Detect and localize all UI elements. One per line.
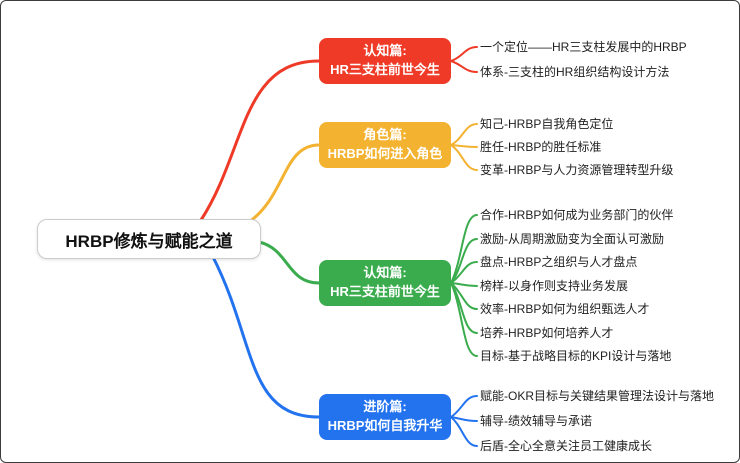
leaf-connector xyxy=(450,416,478,422)
branch-node-role[interactable]: 角色篇: HRBP如何进入角色 xyxy=(319,122,451,168)
leaf-topic[interactable]: 激励-从周期激励变为全面认可激励 xyxy=(480,232,664,246)
leaf-topic[interactable]: 榜样-以身作则支持业务发展 xyxy=(480,279,628,293)
leaf-connector xyxy=(450,395,478,418)
leaf-connector xyxy=(450,46,478,62)
leaf-topic[interactable]: 变革-HRBP与人力资源管理转型升级 xyxy=(480,163,674,177)
leaf-topic[interactable]: 效率-HRBP如何为组织甄选人才 xyxy=(480,302,650,316)
branch-node-cognition[interactable]: 认知篇: HR三支柱前世今生 xyxy=(319,38,451,84)
leaf-connector xyxy=(450,416,478,447)
leaf-topic[interactable]: 合作-HRBP如何成为业务部门的伙伴 xyxy=(480,208,674,222)
leaf-connector xyxy=(450,282,478,357)
leaf-topic[interactable]: 后盾-全心全意关注员工健康成长 xyxy=(480,439,652,453)
branch-curve-green xyxy=(257,240,321,285)
leaf-connector xyxy=(450,123,478,146)
branch-subtitle: HRBP如何进入角色 xyxy=(327,146,443,161)
leaf-connector xyxy=(450,60,478,73)
leaf-topic[interactable]: 知己-HRBP自我角色定位 xyxy=(480,117,614,131)
leaf-topic[interactable]: 赋能-OKR目标与关键结果管理法设计与落地 xyxy=(480,389,715,403)
leaf-topic[interactable]: 盘点-HRBP之组织与人才盘点 xyxy=(480,255,638,269)
leaf-topic[interactable]: 目标-基于战略目标的KPI设计与落地 xyxy=(480,349,672,363)
leaf-connector xyxy=(450,214,478,284)
branch-curve-red xyxy=(199,59,321,222)
branch-title: 认知篇: xyxy=(363,265,407,281)
leaf-connector xyxy=(450,144,478,148)
leaf-topic[interactable]: 辅导-绩效辅导与承诺 xyxy=(480,414,592,428)
central-topic[interactable]: HRBP修炼与赋能之道 xyxy=(37,219,261,259)
branch-subtitle: HR三支柱前世今生 xyxy=(330,62,440,77)
branch-subtitle: HR三支柱前世今生 xyxy=(330,284,440,299)
leaf-connector xyxy=(450,144,478,171)
leaf-topic[interactable]: 培养-HRBP如何培养人才 xyxy=(480,326,614,340)
branch-node-advanced[interactable]: 进阶篇: HRBP如何自我升华 xyxy=(319,394,451,440)
branch-curve-blue xyxy=(211,255,321,419)
leaf-connector xyxy=(450,282,478,287)
branch-title: 角色篇: xyxy=(363,127,407,143)
leaf-topic[interactable]: 体系-三支柱的HR组织结构设计方法 xyxy=(480,65,670,79)
leaf-connector xyxy=(450,261,478,284)
branch-subtitle: HRBP如何自我升华 xyxy=(327,418,443,433)
leaf-topic[interactable]: 一个定位——HR三支柱发展中的HRBP xyxy=(480,40,687,54)
branch-title: 进阶篇: xyxy=(363,399,407,415)
leaf-topic[interactable]: 胜任-HRBP的胜任标准 xyxy=(480,140,602,154)
branch-curve-yellow xyxy=(247,143,321,224)
leaf-connector xyxy=(450,238,478,284)
branch-node-cognition-2[interactable]: 认知篇: HR三支柱前世今生 xyxy=(319,260,451,306)
branch-title: 认知篇: xyxy=(363,43,407,59)
